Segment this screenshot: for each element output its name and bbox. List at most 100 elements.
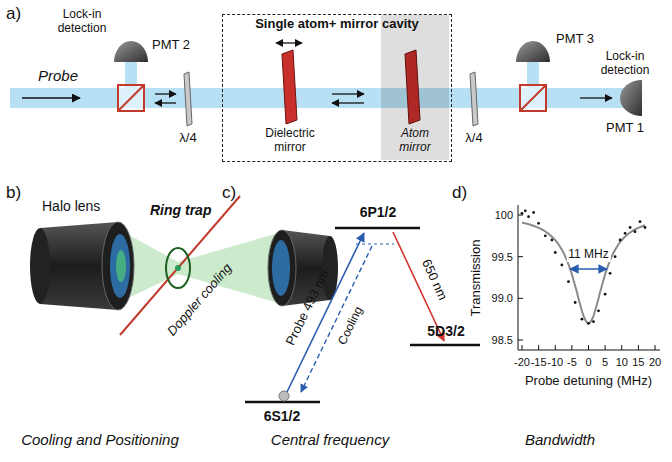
data-point — [532, 211, 535, 214]
optic-label: λ/4 — [465, 131, 482, 146]
axis-tick — [605, 345, 606, 350]
data-point — [592, 320, 595, 323]
figure-shape — [22, 97, 80, 99]
figure-shape — [125, 60, 137, 88]
figure-shape — [410, 344, 480, 347]
figure-shape — [520, 85, 546, 111]
axis-tick — [571, 345, 572, 350]
axis-tick — [518, 340, 523, 341]
tick-label: 10 — [616, 356, 628, 369]
transition-label: 650 nm — [418, 257, 450, 303]
data-point — [597, 309, 600, 312]
tick-label: 99.0 — [492, 292, 513, 305]
figure-shape — [520, 85, 546, 111]
data-point — [524, 209, 527, 212]
part-label: Dielectric mirror — [255, 127, 325, 155]
level-label: 6P1/2 — [360, 204, 397, 220]
figure-shape — [301, 246, 372, 392]
beam-splitter — [118, 85, 546, 111]
data-point — [629, 226, 632, 229]
data-point — [639, 220, 642, 223]
panel-letter: b) — [6, 183, 21, 203]
part-label: Atom mirror — [390, 127, 440, 155]
figure-shape — [116, 250, 126, 282]
tick-label: 15 — [632, 356, 644, 369]
tick-label: 100 — [495, 209, 513, 222]
axis-tick — [621, 345, 622, 350]
axis-tick — [655, 345, 656, 350]
data-point — [609, 272, 612, 275]
axis-tick — [588, 345, 589, 350]
data-point — [561, 264, 564, 267]
figure-shape — [184, 72, 192, 126]
transitions — [279, 232, 444, 401]
data-point — [604, 293, 607, 296]
data-point — [554, 251, 557, 254]
axis-tick — [522, 345, 523, 350]
panel-caption: Central frequency — [271, 431, 389, 448]
beam-label: Doppler cooling — [165, 261, 236, 339]
figure-shape — [102, 222, 134, 310]
axis-tick — [518, 298, 523, 299]
figure-shape — [332, 102, 364, 103]
level-label: 6S1/2 — [264, 408, 301, 424]
detector-label: PMT 3 — [556, 32, 594, 47]
figure-shape — [335, 227, 420, 230]
figure-shape — [332, 93, 364, 94]
figure-shape — [279, 391, 289, 401]
tick-label: -20 — [514, 356, 530, 369]
tick-label: 99.5 — [492, 250, 513, 263]
data-point — [619, 239, 622, 242]
data-point — [551, 239, 554, 242]
figure-shape — [114, 41, 148, 62]
panel-caption: Bandwidth — [525, 431, 595, 448]
cavity-box: Single atom+ mirror cavityDielectric mir… — [222, 14, 452, 162]
part-label: Halo lens — [42, 198, 100, 214]
figure-shape — [155, 102, 176, 103]
axis-ticks — [518, 215, 655, 350]
beam-label: Probe — [38, 67, 78, 84]
axis-tick — [555, 345, 556, 350]
level-label: 5D3/2 — [427, 323, 464, 339]
data-point — [634, 230, 637, 233]
figure-shape — [276, 42, 302, 43]
data-point — [581, 318, 584, 321]
figure-shape — [175, 265, 181, 271]
photomultiplier — [114, 41, 642, 116]
data-point — [567, 280, 570, 283]
figure-shape — [118, 85, 144, 111]
figure-shape — [272, 240, 290, 296]
figure-shape — [518, 205, 660, 350]
data-point — [537, 222, 540, 225]
figure-shape — [580, 97, 612, 98]
figure-shape — [282, 50, 297, 124]
box-title: Single atom+ mirror cavity — [223, 15, 451, 32]
tick-label: -10 — [547, 356, 563, 369]
axis-tick — [518, 256, 523, 257]
panel-letter: d) — [452, 183, 467, 203]
tick-label: -15 — [531, 356, 547, 369]
detector-note: Lock-in detection — [49, 8, 115, 36]
energy-levels — [245, 228, 480, 402]
axis-tick — [638, 345, 639, 350]
detector-label: PMT 1 — [606, 121, 644, 136]
figure-shape — [620, 80, 642, 116]
plot-axes — [518, 205, 660, 350]
tick-label: 0 — [585, 356, 591, 369]
axis-title: Transmission — [469, 240, 484, 317]
detector-label: PMT 2 — [152, 38, 190, 53]
figure-shape — [166, 248, 190, 288]
data-point — [587, 322, 590, 325]
figure-shape — [470, 72, 478, 126]
bandwidth-arrow — [570, 268, 607, 270]
axis-tick — [538, 345, 539, 350]
tick-label: 20 — [649, 356, 661, 369]
figure-shape — [356, 244, 394, 245]
fit-curve — [522, 223, 645, 324]
data-point — [527, 215, 530, 218]
data-point — [521, 212, 524, 215]
optic-label: λ/4 — [179, 131, 196, 146]
data-point — [574, 301, 577, 304]
